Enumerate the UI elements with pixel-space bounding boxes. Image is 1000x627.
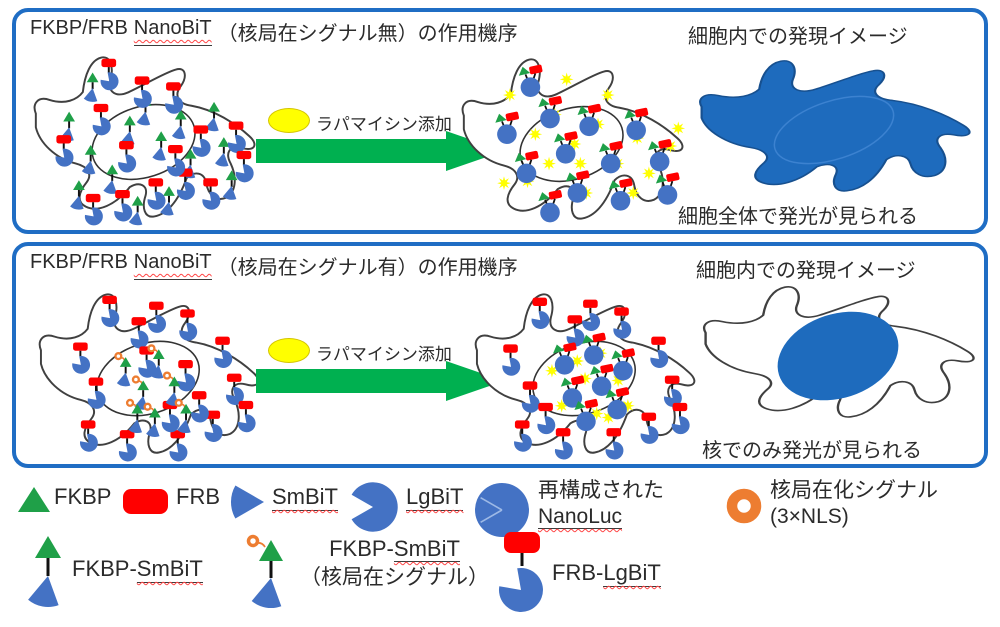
reaction-arrow <box>256 361 504 401</box>
nls-label-line1: 核局在化シグナル <box>770 479 938 502</box>
panel1-title-suffix: （核局在シグナル無）の作用機序 <box>217 23 518 45</box>
rapamycin-ellipse <box>268 108 310 133</box>
cell-before-no-nls <box>33 56 256 227</box>
panel2-expression-title: 細胞内での発現イメージ <box>696 260 916 282</box>
fkbp-smbit-icon <box>28 536 61 607</box>
fkbp-label: FKBP <box>54 484 112 509</box>
panel2-arrow-label: ラパマイシン添加 <box>316 345 452 364</box>
panel2-result-caption: 核でのみ発光が見られる <box>702 440 922 462</box>
cell-after-nls <box>474 293 696 461</box>
nanoluc-label-line1: 再構成された <box>538 479 664 502</box>
cell-before-nls <box>38 293 260 463</box>
expression-cell-nucleus <box>702 285 975 419</box>
panel-nls: FKBP/FRB NanoBiT （核局在シグナル有）の作用機序 細胞内での発現… <box>12 242 988 468</box>
reaction-arrow <box>256 131 504 171</box>
smbit-icon <box>230 485 264 519</box>
lgbit-word: LgBiT <box>406 484 464 511</box>
panel1-result-caption: 細胞全体で発光が見られる <box>678 206 918 228</box>
panel1-title-nanobit: NanoBiT <box>133 17 212 46</box>
panel2-title: FKBP/FRB NanoBiT （核局在シグナル有）の作用機序 <box>30 251 518 280</box>
panel2-title-suffix: （核局在シグナル有）の作用機序 <box>217 257 518 279</box>
nanoluc-word: NanoLuc <box>538 505 623 529</box>
frb-lgbit-word: LgBiT <box>603 560 661 587</box>
fkbp-icon <box>18 487 50 512</box>
nls-label-line2: (3×NLS) <box>770 505 849 528</box>
frb-label: FRB <box>176 484 220 509</box>
fkbp-smbit-nls-word: SmBiT <box>393 536 460 562</box>
panel1-expression-title: 細胞内での発現イメージ <box>688 26 908 48</box>
fkbp-smbit-prefix: FKBP- <box>72 556 137 581</box>
nls-icon <box>726 488 762 524</box>
nanoluc-label: 再構成された NanoLuc <box>538 478 664 530</box>
frb-lgbit-prefix: FRB- <box>552 560 604 585</box>
panel1-title: FKBP/FRB NanoBiT （核局在シグナル無）の作用機序 <box>30 17 518 46</box>
frb-lgbit-icon <box>498 532 543 612</box>
fkbp-smbit-word: SmBiT <box>136 556 203 583</box>
panel2-title-prefix: FKBP/FRB <box>30 251 128 273</box>
lgbit-label: LgBiT <box>406 484 464 511</box>
fkbp-smbit-nls-line1: FKBP-SmBiT <box>300 534 489 563</box>
nanoluc-label-line2: NanoLuc <box>538 504 664 530</box>
fkbp-smbit-nls-line2: （核局在シグナル） <box>300 566 489 589</box>
frb-icon <box>123 489 168 514</box>
nls-label: 核局在化シグナル (3×NLS) <box>770 478 938 530</box>
smbit-word: SmBiT <box>272 484 338 511</box>
fkbp-smbit-nls-prefix: FKBP- <box>329 536 394 561</box>
fkbp-smbit-label: FKBP-SmBiT <box>72 556 203 583</box>
rapamycin-ellipse <box>268 338 310 363</box>
panel-no-nls: FKBP/FRB NanoBiT （核局在シグナル無）の作用機序 細胞内での発現… <box>12 8 988 234</box>
panel2-title-nanobit: NanoBiT <box>133 251 212 280</box>
expression-cell-whole <box>699 59 971 193</box>
panel1-arrow-label: ラパマイシン添加 <box>316 115 452 134</box>
nanoluc-icon <box>475 483 529 537</box>
legend: FKBP FRB SmBiT LgBiT 再構成された NanoLuc 核局在化… <box>0 472 1000 627</box>
panel1-title-prefix: FKBP/FRB <box>30 17 128 39</box>
frb-lgbit-label: FRB-LgBiT <box>552 560 661 587</box>
smbit-label: SmBiT <box>272 484 338 511</box>
lgbit-icon <box>351 482 398 532</box>
fkbp-smbit-nls-icon <box>246 534 283 609</box>
cell-after-no-nls <box>461 58 686 224</box>
fkbp-smbit-nls-label: FKBP-SmBiT （核局在シグナル） <box>300 534 489 592</box>
